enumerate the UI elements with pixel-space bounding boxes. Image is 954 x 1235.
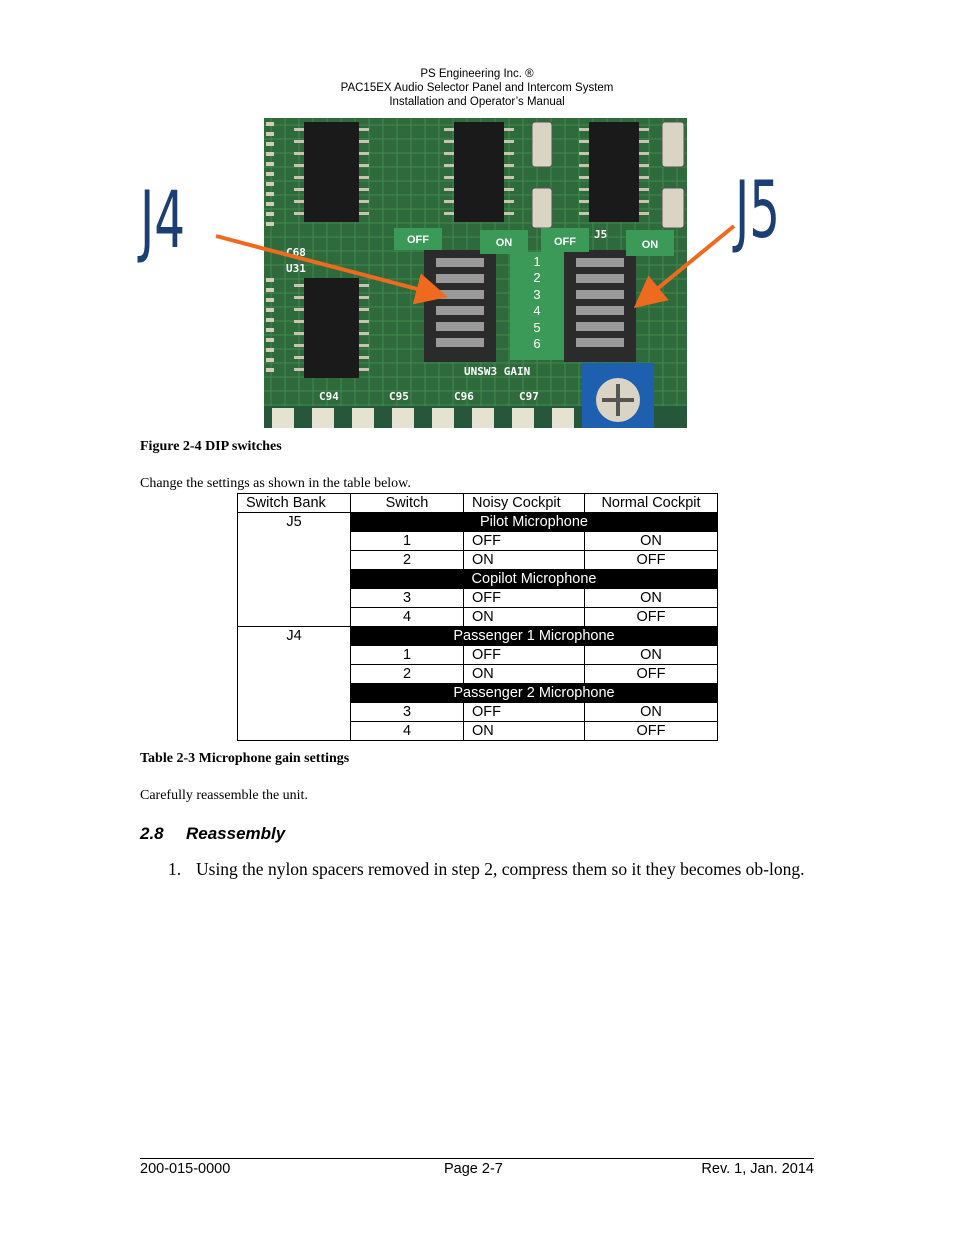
table-cell-noisy: OFF: [463, 588, 585, 608]
pcb-markings: C68 U31 J4 J5 UNSW3 GAIN C94 C95 C96 C97: [286, 228, 607, 403]
table-section-title: Pilot Microphone: [350, 512, 718, 532]
dip-switch-photo: C68 U31 J4 J5 UNSW3 GAIN C94 C95 C96 C97…: [264, 118, 687, 428]
footer-page: Page 2-7: [444, 1161, 503, 1177]
table-cell-switch: 4: [350, 607, 464, 627]
potentiometer: [582, 363, 654, 428]
switch-number: 4: [533, 303, 540, 318]
ic-chip-lower-left: [294, 278, 369, 378]
footer-rule: [140, 1158, 814, 1159]
figure-caption: Figure 2-4 DIP switches: [140, 439, 282, 454]
ic-chip-top-left: [294, 122, 369, 222]
table-cell-noisy: ON: [463, 550, 585, 570]
on-off-tags: OFF ON OFF ON: [394, 228, 674, 256]
footer-doc-number: 200-015-0000: [140, 1161, 231, 1177]
pcb-marking-gain: UNSW3 GAIN: [464, 365, 530, 378]
table-cell-noisy: OFF: [463, 702, 585, 722]
reassemble-note: Carefully reassemble the unit.: [140, 788, 308, 803]
table-cell-switch: 4: [350, 721, 464, 741]
table-cell-noisy: ON: [463, 664, 585, 684]
arrow-to-j5: [633, 224, 736, 309]
switch-number: 3: [533, 287, 540, 302]
step-text: Using the nylon spacers removed in step …: [196, 859, 805, 879]
pcb-marking-j5: J5: [594, 228, 607, 241]
table-header-cell: Noisy Cockpit: [463, 493, 585, 513]
table-caption: Table 2-3 Microphone gain settings: [140, 751, 350, 766]
pcb-marking-c95: C95: [389, 390, 409, 403]
pcb-marking-c97: C97: [519, 390, 539, 403]
table-cell-switch: 1: [350, 531, 464, 551]
table-cell-normal: ON: [584, 531, 718, 551]
header-manual: Installation and Operator’s Manual: [389, 96, 565, 108]
arrow-to-j4: [215, 234, 448, 305]
j5-label: J5: [735, 166, 781, 256]
table-bank-cell: J5: [237, 512, 351, 627]
header-company: PS Engineering Inc. ®: [420, 68, 534, 80]
table-section-row: Passenger 2 Microphone: [238, 683, 718, 703]
table-bank-cell: J4: [237, 626, 351, 741]
ic-chip-top-middle: [444, 122, 514, 222]
switch-number: 1: [533, 254, 540, 269]
switch-number-column: 1 2 3 4 5 6: [510, 252, 564, 360]
switch-number: 6: [533, 336, 540, 351]
table-cell-normal: OFF: [584, 664, 718, 684]
table-section-title: Passenger 1 Microphone: [350, 626, 718, 646]
header-product: PAC15EX Audio Selector Panel and Interco…: [340, 82, 614, 94]
table-cell-switch: 2: [350, 550, 464, 570]
tag-off-j5: OFF: [554, 236, 576, 248]
table-cell-normal: OFF: [584, 550, 718, 570]
tag-on-j5: ON: [642, 239, 659, 251]
dip-switch-j4: [424, 250, 496, 362]
table-section-title: Passenger 2 Microphone: [350, 683, 718, 703]
table-cell-noisy: OFF: [463, 645, 585, 665]
table-cell-normal: OFF: [584, 607, 718, 627]
table-cell-normal: ON: [584, 588, 718, 608]
table-header-cell: Switch Bank: [237, 493, 351, 513]
table-cell-noisy: ON: [463, 721, 585, 741]
table-section-title: Copilot Microphone: [350, 569, 718, 589]
pcb-marking-c94: C94: [319, 390, 339, 403]
table-cell-switch: 2: [350, 664, 464, 684]
table-header-cell: Normal Cockpit: [584, 493, 718, 513]
section-heading: 2.8 Reassembly: [140, 824, 285, 844]
table-cell-switch: 1: [350, 645, 464, 665]
table-cell-switch: 3: [350, 588, 464, 608]
table-cell-normal: ON: [584, 645, 718, 665]
bottom-components: [264, 406, 687, 428]
pcb-marking-u31: U31: [286, 262, 306, 275]
intro-text: Change the settings as shown in the tabl…: [140, 476, 411, 491]
dip-switch-j5: [564, 250, 636, 362]
step-number: 1.: [168, 859, 182, 879]
section-title: Reassembly: [186, 824, 286, 843]
table-cell-noisy: ON: [463, 607, 585, 627]
ic-chip-top-right: [579, 122, 649, 222]
switch-number: 2: [533, 270, 540, 285]
switch-number: 5: [533, 320, 540, 335]
tag-on-j4: ON: [496, 237, 513, 249]
tag-off-j4: OFF: [407, 234, 429, 246]
footer-revision: Rev. 1, Jan. 2014: [701, 1161, 814, 1177]
table-cell-normal: ON: [584, 702, 718, 722]
section-number: 2.8: [140, 824, 164, 843]
solder-pads: [266, 122, 274, 372]
pcb-marking-c96: C96: [454, 390, 474, 403]
table-header-cell: Switch: [350, 493, 464, 513]
table-cell-switch: 3: [350, 702, 464, 722]
table-cell-normal: OFF: [584, 721, 718, 741]
j4-label: J4: [140, 176, 186, 266]
table-cell-noisy: OFF: [463, 531, 585, 551]
